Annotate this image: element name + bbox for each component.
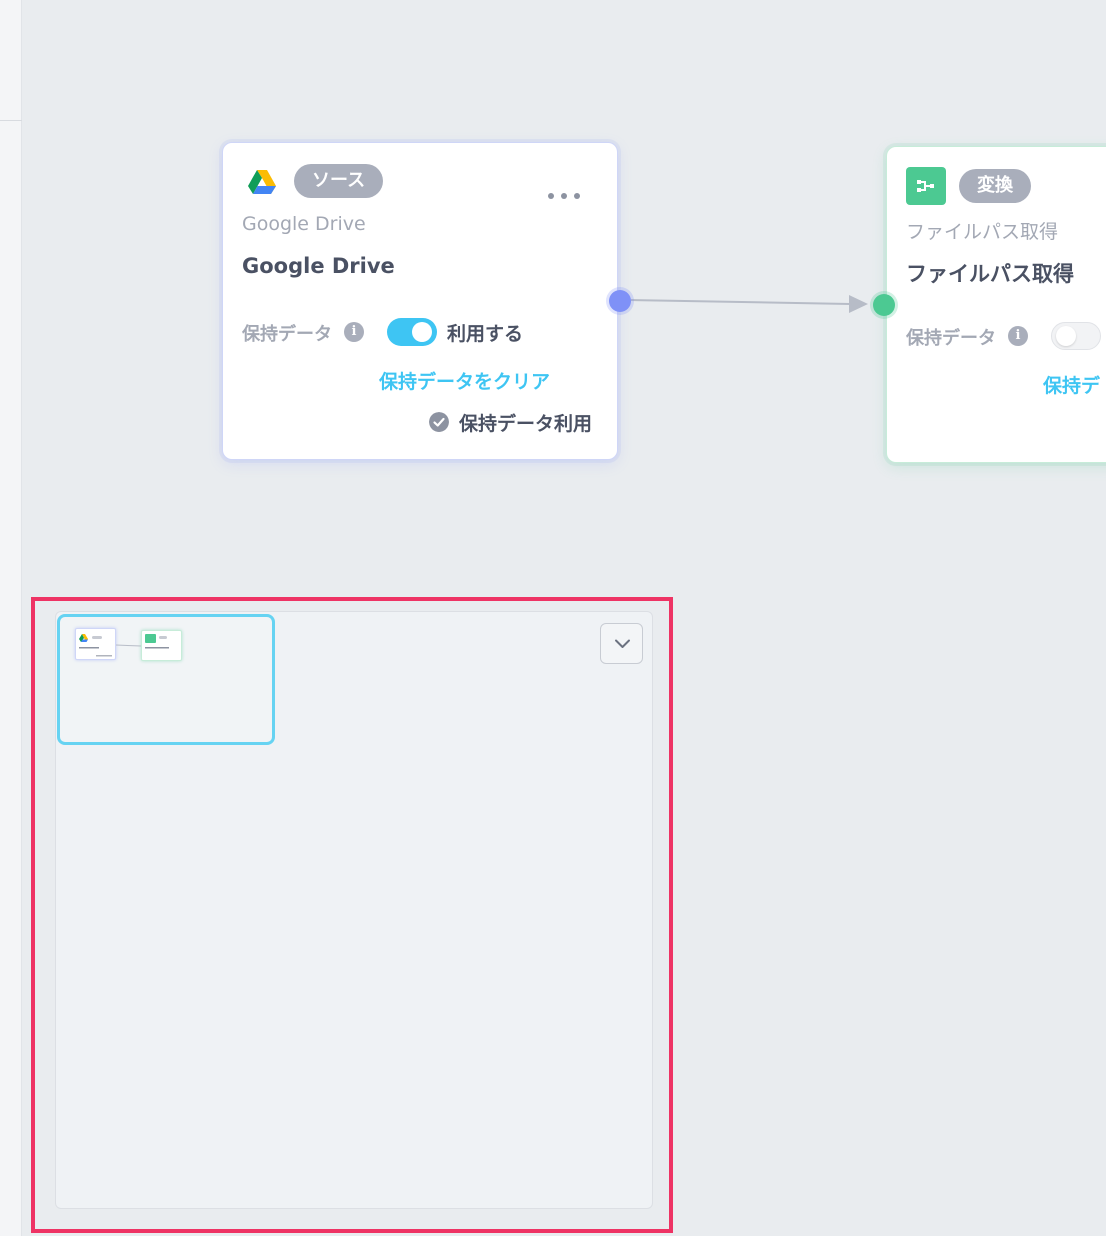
source-output-port[interactable] xyxy=(609,290,631,312)
transform-subtitle: ファイルパス取得 xyxy=(906,221,1059,243)
google-drive-icon xyxy=(248,170,276,194)
sidebar-divider xyxy=(0,120,22,121)
check-circle-icon xyxy=(429,412,449,432)
toggle-knob xyxy=(1056,326,1076,346)
minimap-transform-node xyxy=(141,630,182,661)
transform-retained-data-toggle[interactable] xyxy=(1051,322,1101,350)
transform-node-title: ファイルパス取得 xyxy=(906,262,1074,286)
transform-icon xyxy=(906,167,946,205)
transform-input-port[interactable] xyxy=(873,294,895,316)
minimap-source-node xyxy=(75,628,116,660)
info-icon[interactable]: i xyxy=(344,322,364,342)
info-icon[interactable]: i xyxy=(1008,326,1028,346)
source-badge: ソース xyxy=(294,164,384,198)
retained-data-label: 保持データ xyxy=(242,324,332,345)
retained-data-toggle[interactable] xyxy=(387,318,437,346)
minimap-highlight-box xyxy=(31,597,673,1233)
minimap[interactable] xyxy=(55,611,653,1209)
retained-data-status: 保持データ利用 xyxy=(459,413,593,435)
edge-arrow-icon xyxy=(849,295,868,313)
node-menu-icon[interactable] xyxy=(546,190,582,202)
toggle-label: 利用する xyxy=(447,323,524,345)
toggle-knob xyxy=(412,322,432,342)
source-node-title: Google Drive xyxy=(242,254,395,278)
clear-retained-data-link[interactable]: 保持データをクリア xyxy=(379,371,551,393)
transform-badge: 変換 xyxy=(959,169,1031,203)
left-sidebar-edge xyxy=(0,0,22,1236)
minimap-collapse-button[interactable] xyxy=(600,623,643,664)
transform-retained-data-label: 保持データ xyxy=(906,328,996,349)
source-service-name: Google Drive xyxy=(242,213,366,235)
chevron-down-icon xyxy=(615,639,630,648)
transform-clear-link[interactable]: 保持デ xyxy=(1043,375,1101,397)
